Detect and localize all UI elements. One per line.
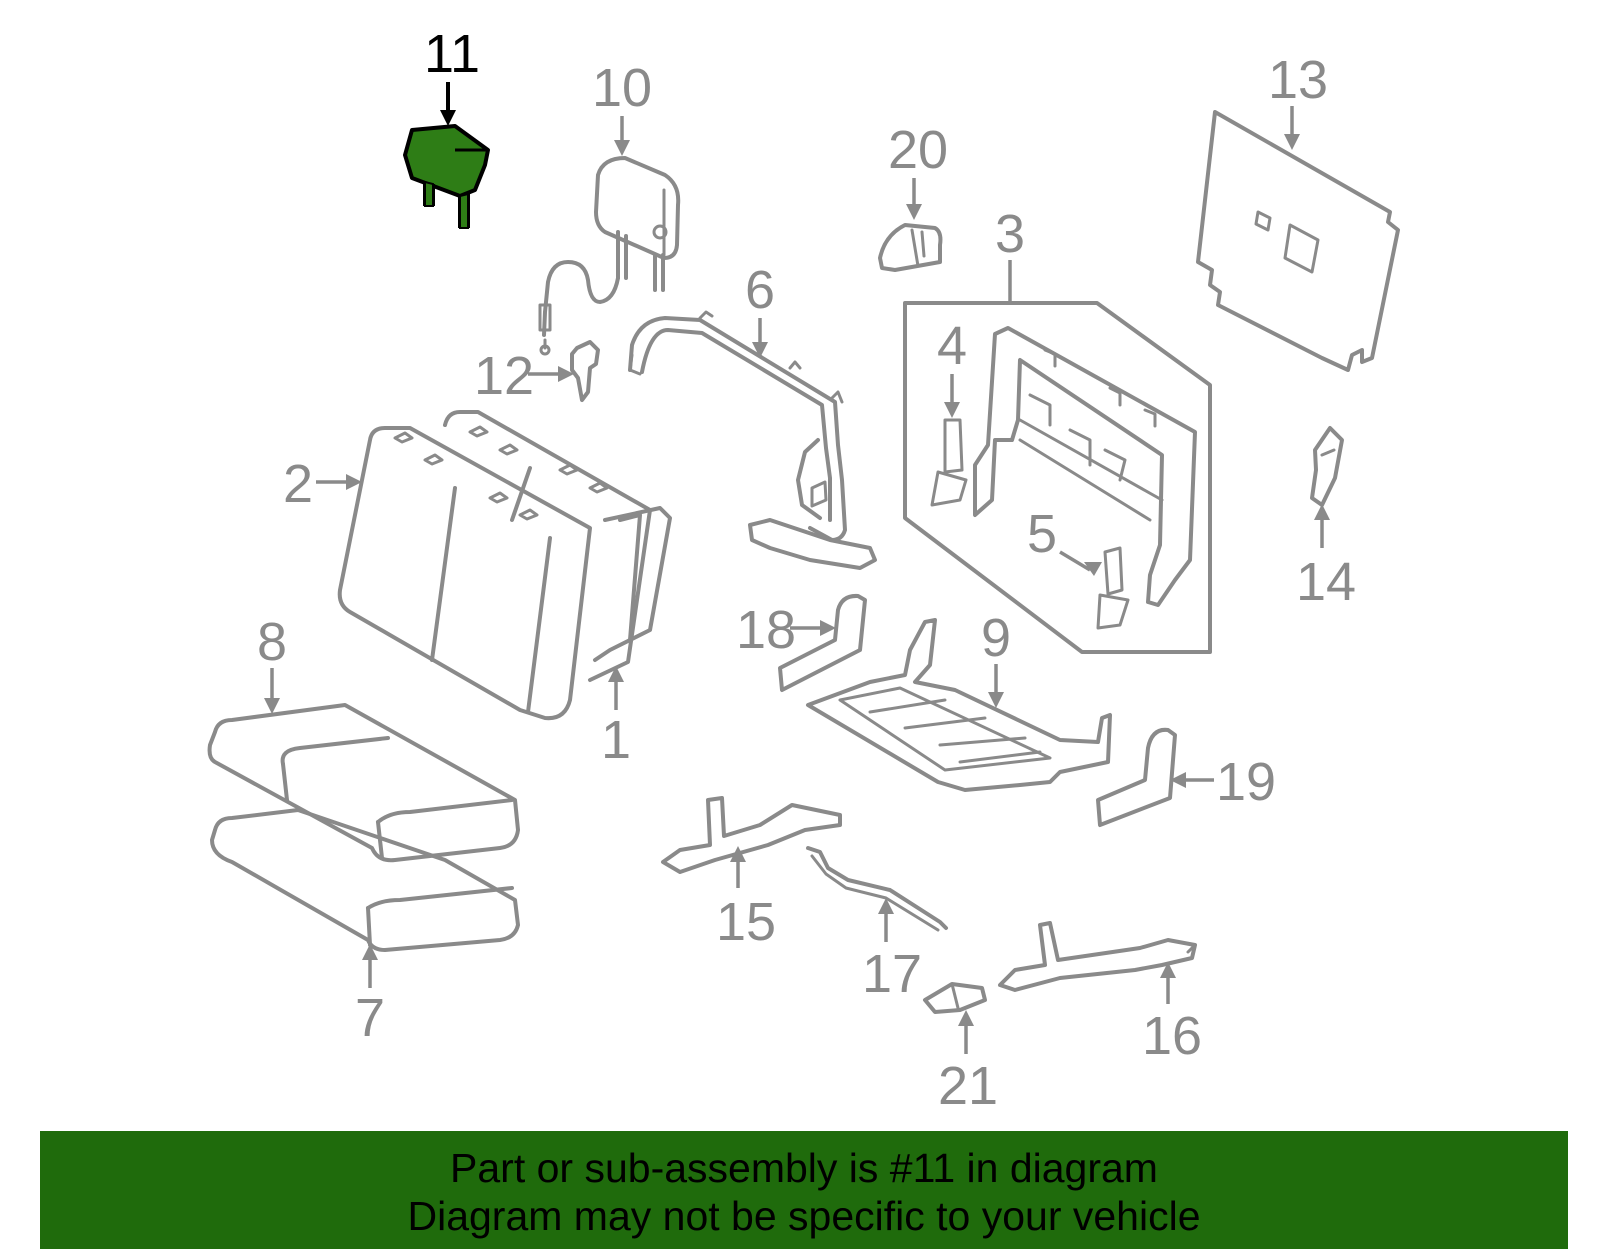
- part-14-bracket[interactable]: [1310, 426, 1344, 507]
- callout-13-label: 13: [1268, 50, 1328, 110]
- callout-20: 20: [888, 120, 948, 220]
- part-9-seat-frame[interactable]: [806, 618, 1112, 792]
- callout-14-label: 14: [1296, 552, 1356, 612]
- callout-10: 10: [592, 58, 652, 156]
- callout-14: 14: [1296, 504, 1356, 612]
- callout-12: 12: [474, 346, 574, 406]
- part-12-guide[interactable]: [570, 340, 600, 402]
- part-16-track[interactable]: [998, 921, 1197, 992]
- callout-16-label: 16: [1142, 1006, 1202, 1066]
- callout-11-label: 11: [424, 24, 480, 84]
- part-8-cushion[interactable]: [207, 703, 520, 863]
- callout-17: 17: [862, 898, 922, 1004]
- callout-21-label: 21: [938, 1056, 998, 1116]
- callout-13: 13: [1268, 50, 1328, 150]
- callout-8: 8: [257, 612, 287, 714]
- callout-7: 7: [355, 944, 385, 1048]
- part-7-cushion-pad[interactable]: [210, 808, 520, 952]
- callout-7-label: 7: [355, 988, 385, 1048]
- part-18-hinge-cover[interactable]: [778, 593, 867, 692]
- callout-5-label: 5: [1027, 504, 1057, 564]
- part-21-cover[interactable]: [923, 982, 987, 1014]
- callout-8-label: 8: [257, 612, 287, 672]
- banner-disclaimer: Diagram may not be specific to your vehi…: [407, 1193, 1201, 1239]
- callout-6: 6: [745, 260, 775, 358]
- part-20-cover[interactable]: [878, 223, 943, 272]
- callout-4-label: 4: [937, 316, 967, 376]
- part-10-headrest[interactable]: [538, 156, 681, 356]
- callout-2: 2: [283, 454, 362, 514]
- callout-3: 3: [995, 204, 1025, 303]
- callout-12-label: 12: [474, 346, 534, 406]
- callout-5: 5: [1027, 504, 1102, 576]
- info-banner: Part or sub-assembly is #11 in diagram D…: [40, 1131, 1568, 1249]
- callout-9-label: 9: [981, 608, 1011, 668]
- callout-10-label: 10: [592, 58, 652, 118]
- callout-15-label: 15: [716, 892, 776, 952]
- callout-1: 1: [601, 666, 631, 770]
- callout-1-label: 1: [601, 710, 631, 770]
- part-19-hinge-cover[interactable]: [1096, 727, 1177, 827]
- part-13-back-panel[interactable]: [1196, 110, 1400, 372]
- callout-18-label: 18: [736, 600, 796, 660]
- callout-3-label: 3: [995, 204, 1025, 264]
- callout-17-label: 17: [862, 944, 922, 1004]
- callout-19: 19: [1170, 752, 1276, 812]
- part-17-cable[interactable]: [806, 846, 948, 932]
- callout-18: 18: [736, 600, 836, 660]
- callout-16: 16: [1142, 962, 1202, 1066]
- part-15-track[interactable]: [661, 796, 842, 874]
- part-6-frame[interactable]: [628, 310, 877, 570]
- callout-2-label: 2: [283, 454, 313, 514]
- callout-9: 9: [981, 608, 1011, 708]
- callout-20-label: 20: [888, 120, 948, 180]
- callout-15: 15: [716, 846, 776, 952]
- callout-4: 4: [937, 316, 967, 418]
- part-3-seatback-frame-assembly[interactable]: [903, 301, 1212, 654]
- callout-11: 11: [424, 24, 480, 126]
- part-2-seatback[interactable]: [337, 410, 672, 721]
- banner-part-note: Part or sub-assembly is #11 in diagram: [450, 1145, 1158, 1191]
- callout-19-label: 19: [1216, 752, 1276, 812]
- callout-21: 21: [938, 1010, 998, 1116]
- part-11-headrest[interactable]: [403, 124, 490, 229]
- callout-6-label: 6: [745, 260, 775, 320]
